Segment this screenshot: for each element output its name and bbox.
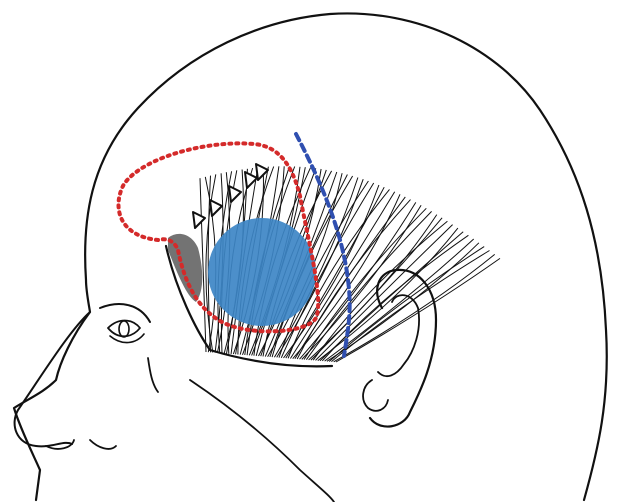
cheek-contour [148, 358, 158, 392]
ear-outline [370, 270, 436, 427]
arrowhead-marker [229, 186, 241, 202]
iris [119, 321, 129, 337]
muscle-fiber [318, 228, 458, 361]
arrowhead-marker [193, 212, 205, 228]
nose-profile [15, 312, 90, 446]
arrowhead-marker [210, 200, 222, 216]
lip-line [90, 440, 116, 449]
eye-outline [108, 321, 140, 337]
highlight-circle [208, 218, 316, 326]
ear-inner [378, 295, 419, 376]
jaw-line [190, 380, 334, 502]
ear-canal [363, 380, 388, 411]
brow-line [100, 304, 150, 322]
